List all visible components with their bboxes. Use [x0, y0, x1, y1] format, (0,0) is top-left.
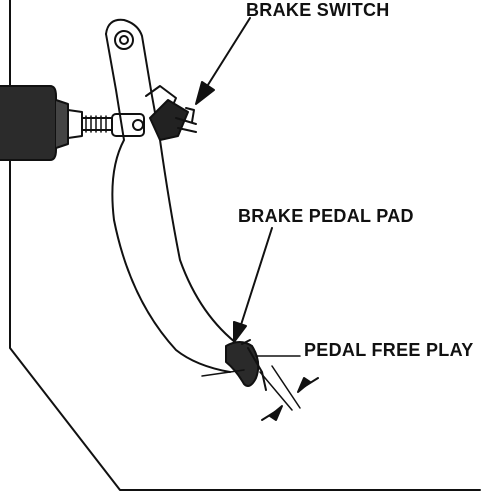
brake-pedal-pad [225, 339, 267, 391]
push-rod [81, 113, 145, 137]
free-play-arrows [261, 377, 319, 421]
pedal-free-play-label: PEDAL FREE PLAY [304, 340, 474, 360]
brake-switch [145, 85, 197, 141]
brake-switch-label: BRAKE SWITCH [246, 0, 390, 20]
firewall-outline [9, 0, 481, 491]
pivot-bolt [114, 30, 134, 50]
brake-pedal-pad-leader [233, 227, 273, 343]
brake-pedal-pad-label: BRAKE PEDAL PAD [238, 206, 414, 226]
brake-pedal-arm [105, 18, 241, 373]
free-play-reference [201, 355, 301, 411]
brake-switch-leader [195, 17, 251, 105]
master-cylinder [0, 85, 83, 161]
